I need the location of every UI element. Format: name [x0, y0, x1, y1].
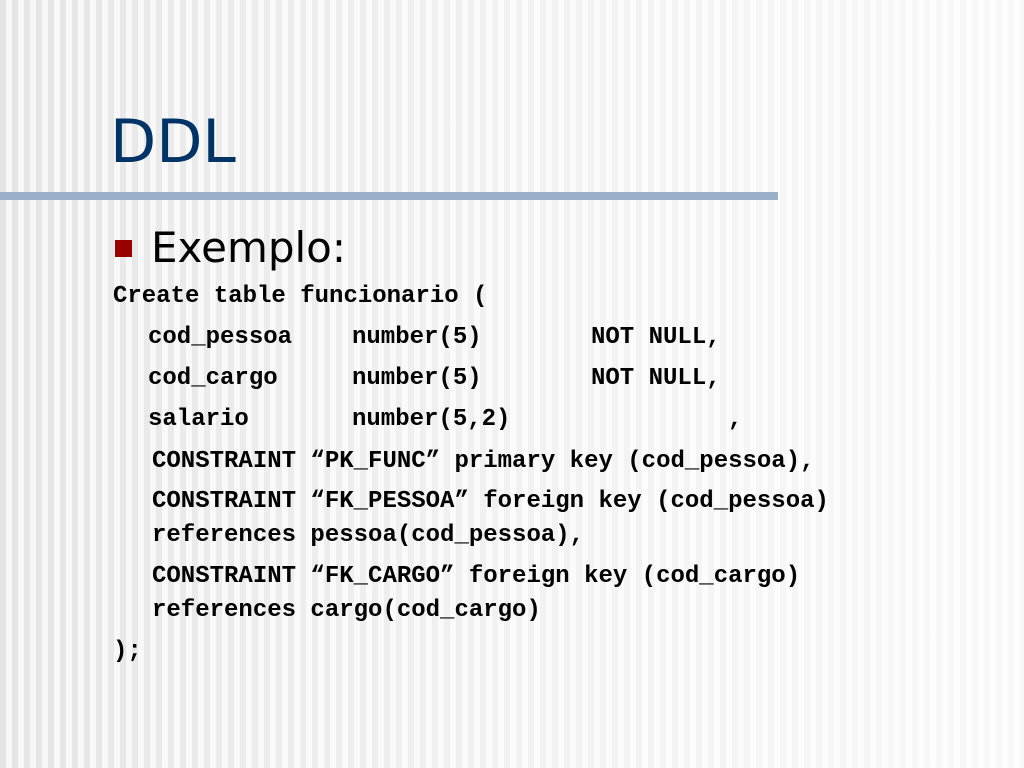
code-column-type: number(5)	[352, 365, 482, 392]
code-constraint-fk-pessoa: CONSTRAINT “FK_PESSOA” foreign key (cod_…	[152, 488, 829, 515]
code-column-type: number(5,2)	[352, 406, 511, 433]
slide-title: DDL	[110, 107, 236, 177]
code-column-name: cod_cargo	[148, 365, 278, 392]
code-constraint-fk-cargo-references: references cargo(cod_cargo)	[152, 597, 541, 624]
code-constraint-pk: CONSTRAINT “PK_FUNC” primary key (cod_pe…	[152, 448, 815, 475]
code-column-type: number(5)	[352, 324, 482, 351]
code-close-line: );	[113, 638, 142, 665]
bullet-text: Exemplo:	[151, 223, 347, 272]
code-constraint-fk-pessoa-references: references pessoa(cod_pessoa),	[152, 522, 585, 549]
code-column-name: salario	[148, 406, 249, 433]
code-create-line: Create table funcionario (	[113, 283, 488, 310]
title-divider	[0, 192, 778, 200]
code-constraint-fk-cargo: CONSTRAINT “FK_CARGO” foreign key (cod_c…	[152, 563, 801, 590]
code-column-comma: ,	[728, 406, 743, 433]
code-column-constraint: NOT NULL,	[591, 324, 721, 351]
code-column-name: cod_pessoa	[148, 324, 293, 351]
code-column-constraint: NOT NULL,	[591, 365, 721, 392]
bullet-square-icon	[115, 239, 132, 257]
bullet-item: Exemplo:	[115, 222, 346, 274]
